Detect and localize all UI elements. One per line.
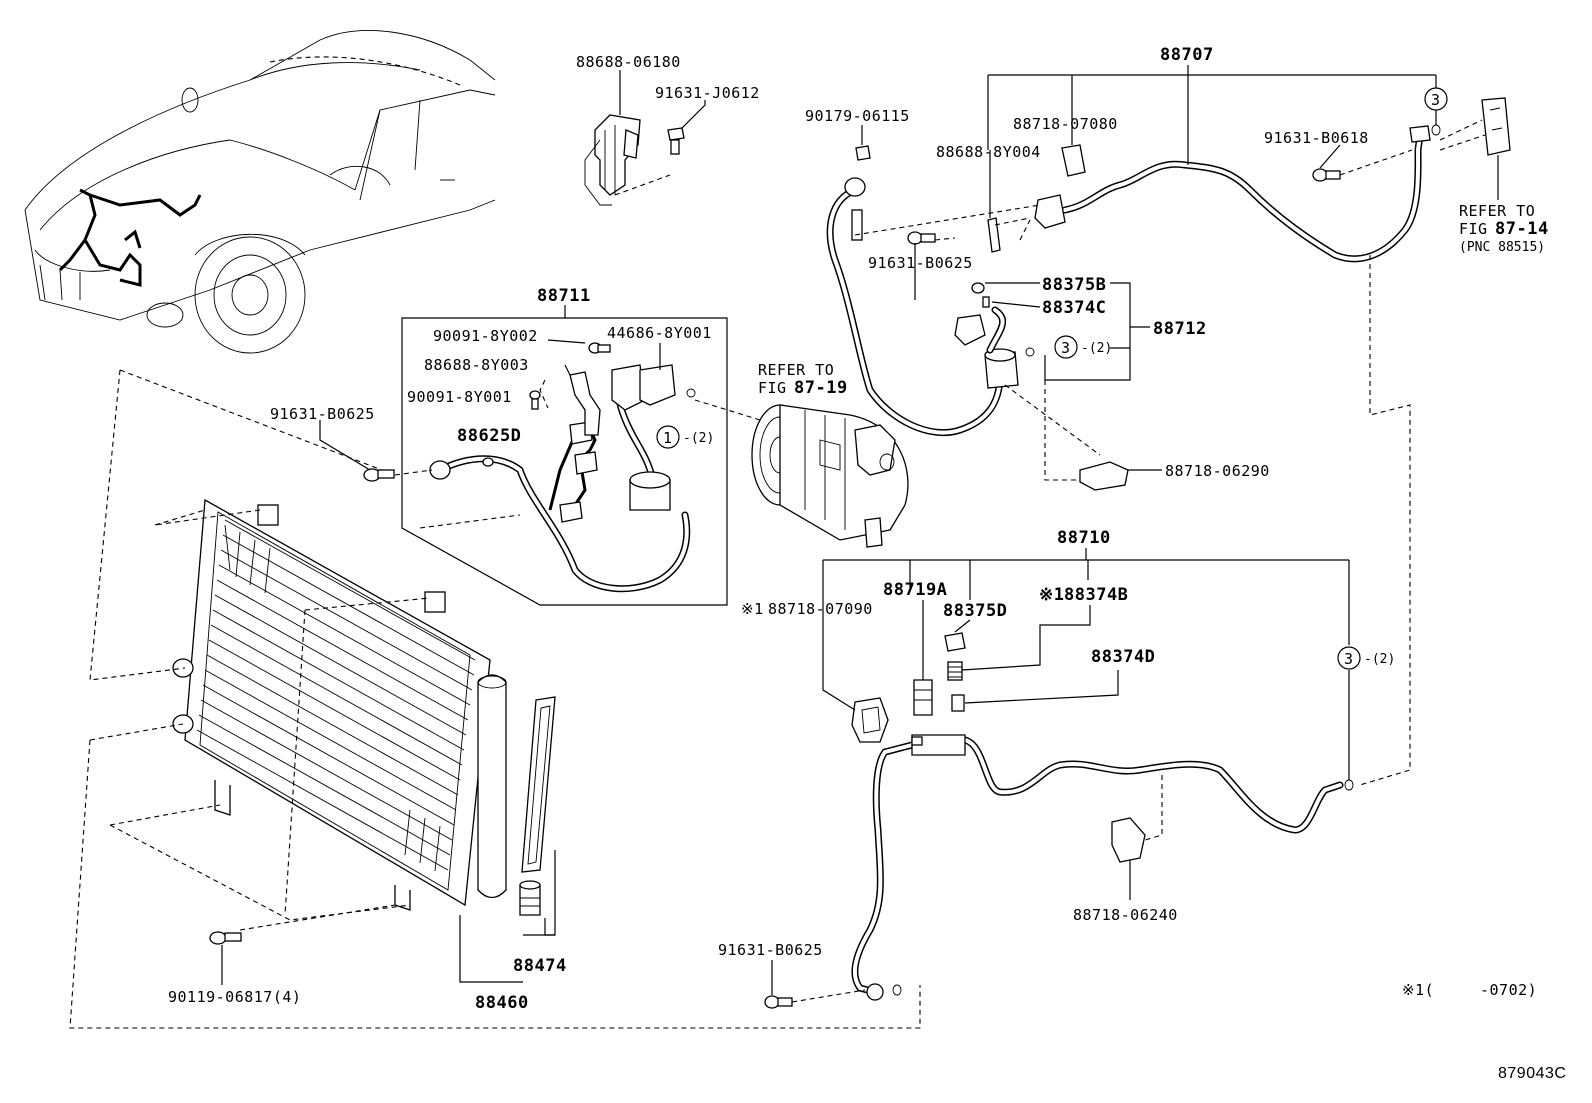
compressor — [751, 404, 909, 548]
reference-fig-87-14: REFER TO FIG 87-14 (PNC 88515) — [1459, 202, 1549, 255]
bracket-88718-07090 — [851, 697, 889, 743]
guide-88707-a — [854, 204, 1041, 236]
nut-90179-06115 — [855, 125, 871, 161]
label-88718-06240: 88718-06240 — [1073, 906, 1178, 924]
label-91631-J0612: 91631-J0612 — [655, 84, 760, 102]
leader-88707 — [987, 65, 1437, 165]
label-88688-8Y004: 88688-8Y004 — [936, 143, 1041, 161]
ref-87-19-line1: REFER TO — [758, 361, 834, 379]
label-88711: 88711 — [537, 286, 591, 306]
discharge-hose-88711 — [429, 364, 696, 593]
circle-mark-3-right: 3 -(2) — [1337, 646, 1395, 670]
label-91631-B0625-left: 91631-B0625 — [270, 405, 375, 423]
circle-mark-1-qty: -(2) — [683, 431, 714, 446]
label-88374B: 88374B — [1064, 585, 1128, 605]
valve-88374B — [947, 605, 1119, 712]
label-88625D: 88625D — [457, 426, 521, 446]
label-88719A: 88719A — [883, 580, 947, 600]
label-88374D: 88374D — [1091, 647, 1155, 667]
label-88718-07090: 88718-07090 — [768, 600, 873, 618]
label-88710: 88710 — [1057, 528, 1111, 548]
guide-88712-b — [1004, 384, 1101, 456]
guide-88712-a — [1044, 380, 1078, 481]
vehicle-sketch — [24, 30, 496, 354]
circle-mark-3-mid-text: 3 — [1061, 339, 1071, 357]
hose-88707 — [1034, 75, 1441, 263]
bracket-88688-06180 — [584, 70, 671, 206]
label-88712: 88712 — [1153, 319, 1207, 339]
receiver-tank — [477, 674, 507, 899]
footnote: ※1( -0702) — [1402, 981, 1537, 999]
bolt-91631-J0612 — [667, 100, 706, 155]
bolt-91631-B0618 — [1312, 144, 1413, 182]
expansion-valve — [1439, 97, 1511, 200]
ref-87-14-line2-num: 87-14 — [1495, 219, 1549, 239]
harness-88625D — [548, 371, 601, 523]
liquid-line-88710 — [851, 734, 1354, 1001]
label-88474: 88474 — [513, 956, 567, 976]
circle-mark-1: 1 -(2) — [656, 425, 714, 449]
bolt-90119-06817 — [209, 931, 242, 985]
label-90179-06115: 90179-06115 — [805, 107, 910, 125]
circle-mark-3-right-qty: -(2) — [1364, 652, 1395, 667]
footnote-range: -0702) — [1480, 981, 1537, 999]
cap-88375D — [944, 619, 971, 652]
small-bolts-88711 — [529, 339, 661, 410]
label-88688-06180: 88688-06180 — [576, 53, 681, 71]
circle-mark-3-right-text: 3 — [1344, 650, 1354, 668]
leader-88712 — [1044, 282, 1150, 381]
label-91631-B0625-top: 91631-B0625 — [868, 254, 973, 272]
label-90091-8Y002: 90091-8Y002 — [433, 327, 538, 345]
label-91631-B0618: 91631-B0618 — [1264, 129, 1369, 147]
label-88718-06290: 88718-06290 — [1165, 462, 1270, 480]
label-88375D: 88375D — [943, 601, 1007, 621]
label-88375B: 88375B — [1042, 275, 1106, 295]
reference-fig-87-19: REFER TO FIG 87-19 — [758, 361, 848, 398]
label-88374B-mark: ※1 — [1039, 585, 1064, 605]
ref-87-14-line1: REFER TO — [1459, 202, 1535, 220]
leader-88710 — [822, 548, 1350, 780]
condenser-88460 — [172, 498, 491, 911]
guide-88711-a — [419, 514, 521, 529]
ref-87-19-line2-prefix: FIG — [758, 379, 787, 397]
label-90119-06817: 90119-06817(4) — [168, 988, 301, 1006]
label-44686-8Y001: 44686-8Y001 — [607, 324, 712, 342]
circle-mark-3-top: 3 — [1424, 87, 1448, 111]
bolt-91631-B0625-bottom — [764, 960, 866, 1009]
guide-88707-b — [1359, 255, 1411, 786]
label-88460: 88460 — [475, 993, 529, 1013]
label-88374C: 88374C — [1042, 298, 1106, 318]
ref-87-14-line2-prefix: FIG — [1459, 220, 1488, 238]
callout-labels: 88688-06180 91631-J0612 90179-06115 8870… — [168, 45, 1369, 1013]
assembly-box-88711 — [401, 305, 728, 606]
footnote-mark: ※1( — [1402, 981, 1434, 999]
label-91631-B0625-bottom: 91631-B0625 — [718, 941, 823, 959]
ref-87-19-line2-num: 87-19 — [794, 378, 848, 398]
circle-mark-3-top-text: 3 — [1431, 91, 1441, 109]
bracket-88688-8Y004 — [987, 150, 1031, 253]
bolt-91631-B0625-top — [907, 231, 956, 300]
bracket-88718-06240 — [1111, 775, 1163, 900]
label-88718-07080: 88718-07080 — [1013, 115, 1118, 133]
label-88688-8Y003: 88688-8Y003 — [424, 356, 529, 374]
ref-87-14-line3: (PNC 88515) — [1459, 240, 1545, 255]
label-88707: 88707 — [1160, 45, 1214, 65]
sensor-88719A — [913, 600, 933, 716]
desiccant-88474 — [519, 696, 556, 916]
bolt-91631-B0625-left — [319, 420, 433, 482]
guide-88711-b — [694, 399, 761, 421]
leader-88474-88460 — [459, 850, 556, 983]
condenser-guide-lines — [69, 369, 921, 1029]
suction-hose-88712 — [826, 177, 1041, 437]
circle-mark-3-mid: 3 -(2) — [1054, 335, 1112, 359]
label-90091-8Y001: 90091-8Y001 — [407, 388, 512, 406]
circle-mark-1-text: 1 — [663, 429, 673, 447]
label-88718-07090-mark: ※1 — [741, 600, 764, 618]
bracket-88718-06290 — [1079, 461, 1162, 491]
circle-mark-3-mid-qty: -(2) — [1081, 341, 1112, 356]
illustration-id: 879043C — [1498, 1065, 1566, 1082]
